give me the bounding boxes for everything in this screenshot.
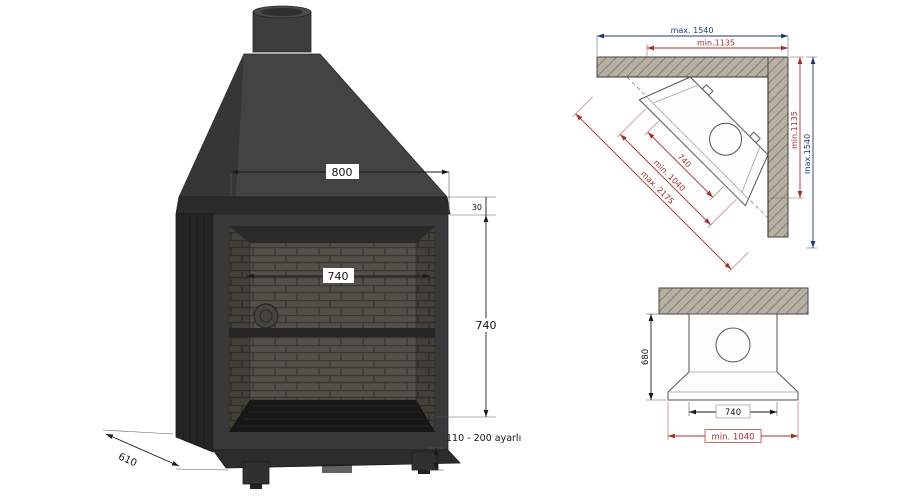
front-flue-circle [715, 327, 751, 363]
dim-label-bg [326, 164, 359, 179]
dim-side-min-1135: min.1135 [770, 56, 804, 199]
front-elevation-view: 680 740 min. 1040 [641, 287, 809, 443]
body-left-panel-lines [182, 216, 205, 449]
dim-leg-adjust: 110 - 200 ayarlı [428, 433, 521, 471]
dim-wall-min-1135: min.1135 [646, 39, 788, 57]
corner-installation-plan: 740 min. 1040 max. 2175 max. 1540 min.11… [572, 26, 817, 273]
dim-label-wall-max-1540: max. 1540 [671, 26, 714, 35]
dim-depth-610: 610 [102, 429, 229, 471]
dim-opening-width-740: 740 [247, 268, 430, 283]
firebox-floor [229, 400, 435, 432]
firebox-ceiling [229, 226, 435, 243]
dim-label-leg-adjust: 110 - 200 ayarlı [446, 433, 521, 444]
dim-label-front-740: 740 [725, 408, 741, 418]
dim-label-min-1040: min. 1040 [711, 433, 754, 443]
dim-label-800: 800 [332, 166, 353, 179]
base-plinth [212, 449, 461, 469]
hood [175, 53, 451, 215]
front-wall [658, 287, 809, 315]
middle-leg-shadow [322, 464, 352, 473]
left-leg [242, 461, 270, 485]
plan-top-wall [596, 56, 789, 78]
dim-label-740-height: 740 [476, 319, 497, 332]
base-and-legs [212, 449, 461, 489]
dim-min-width-1040: min. 1040 [667, 402, 799, 443]
plan-right-wall [767, 56, 789, 238]
dim-label-740-width: 740 [328, 270, 349, 283]
dim-opening-height-740: 740 [436, 214, 501, 418]
dim-label-30: 30 [472, 203, 482, 212]
dim-label-side-min-1135: min.1135 [790, 111, 799, 149]
isometric-fireplace-view: 800 740 740 30 610 [102, 5, 521, 489]
hood-fascia-band [175, 196, 451, 215]
hood-left-shade [179, 54, 244, 197]
dim-label-box [704, 429, 762, 443]
dim-label-bg [471, 318, 501, 332]
body-left-side [175, 213, 214, 453]
plan-walls [596, 56, 789, 238]
floor-slats [237, 405, 430, 427]
firebox-interior [228, 225, 436, 433]
dim-label-wall-min-1135: min.1135 [697, 39, 735, 48]
dim-label-plan-740: 740 [676, 152, 693, 169]
chimney-pipe [252, 5, 312, 53]
front-hood [667, 313, 799, 401]
dim-hood-width-800: 800 [230, 164, 450, 213]
dim-wall-max-1540: max. 1540 [596, 26, 789, 56]
right-leg [411, 451, 439, 471]
dim-fascia-30: 30 [448, 196, 496, 215]
dim-label-bg [323, 268, 354, 283]
round-plaque-inner [259, 309, 273, 323]
chimney-opening [261, 8, 303, 16]
front-wall-section [658, 287, 809, 315]
right-leg-foot [418, 470, 430, 474]
dim-label-side-max-1540: max.1540 [803, 134, 812, 174]
dim-label-box [715, 404, 751, 419]
dim-label-680: 680 [641, 349, 651, 365]
round-plaque [253, 303, 279, 329]
left-leg-foot [250, 484, 262, 489]
dim-height-680: 680 [641, 313, 666, 401]
smoke-deflector-band [229, 328, 435, 337]
dim-label-610: 610 [116, 451, 138, 469]
dim-width-740: 740 [688, 402, 778, 419]
dim-side-max-1540: max.1540 [803, 56, 817, 249]
chimney-cylinder [252, 11, 312, 53]
